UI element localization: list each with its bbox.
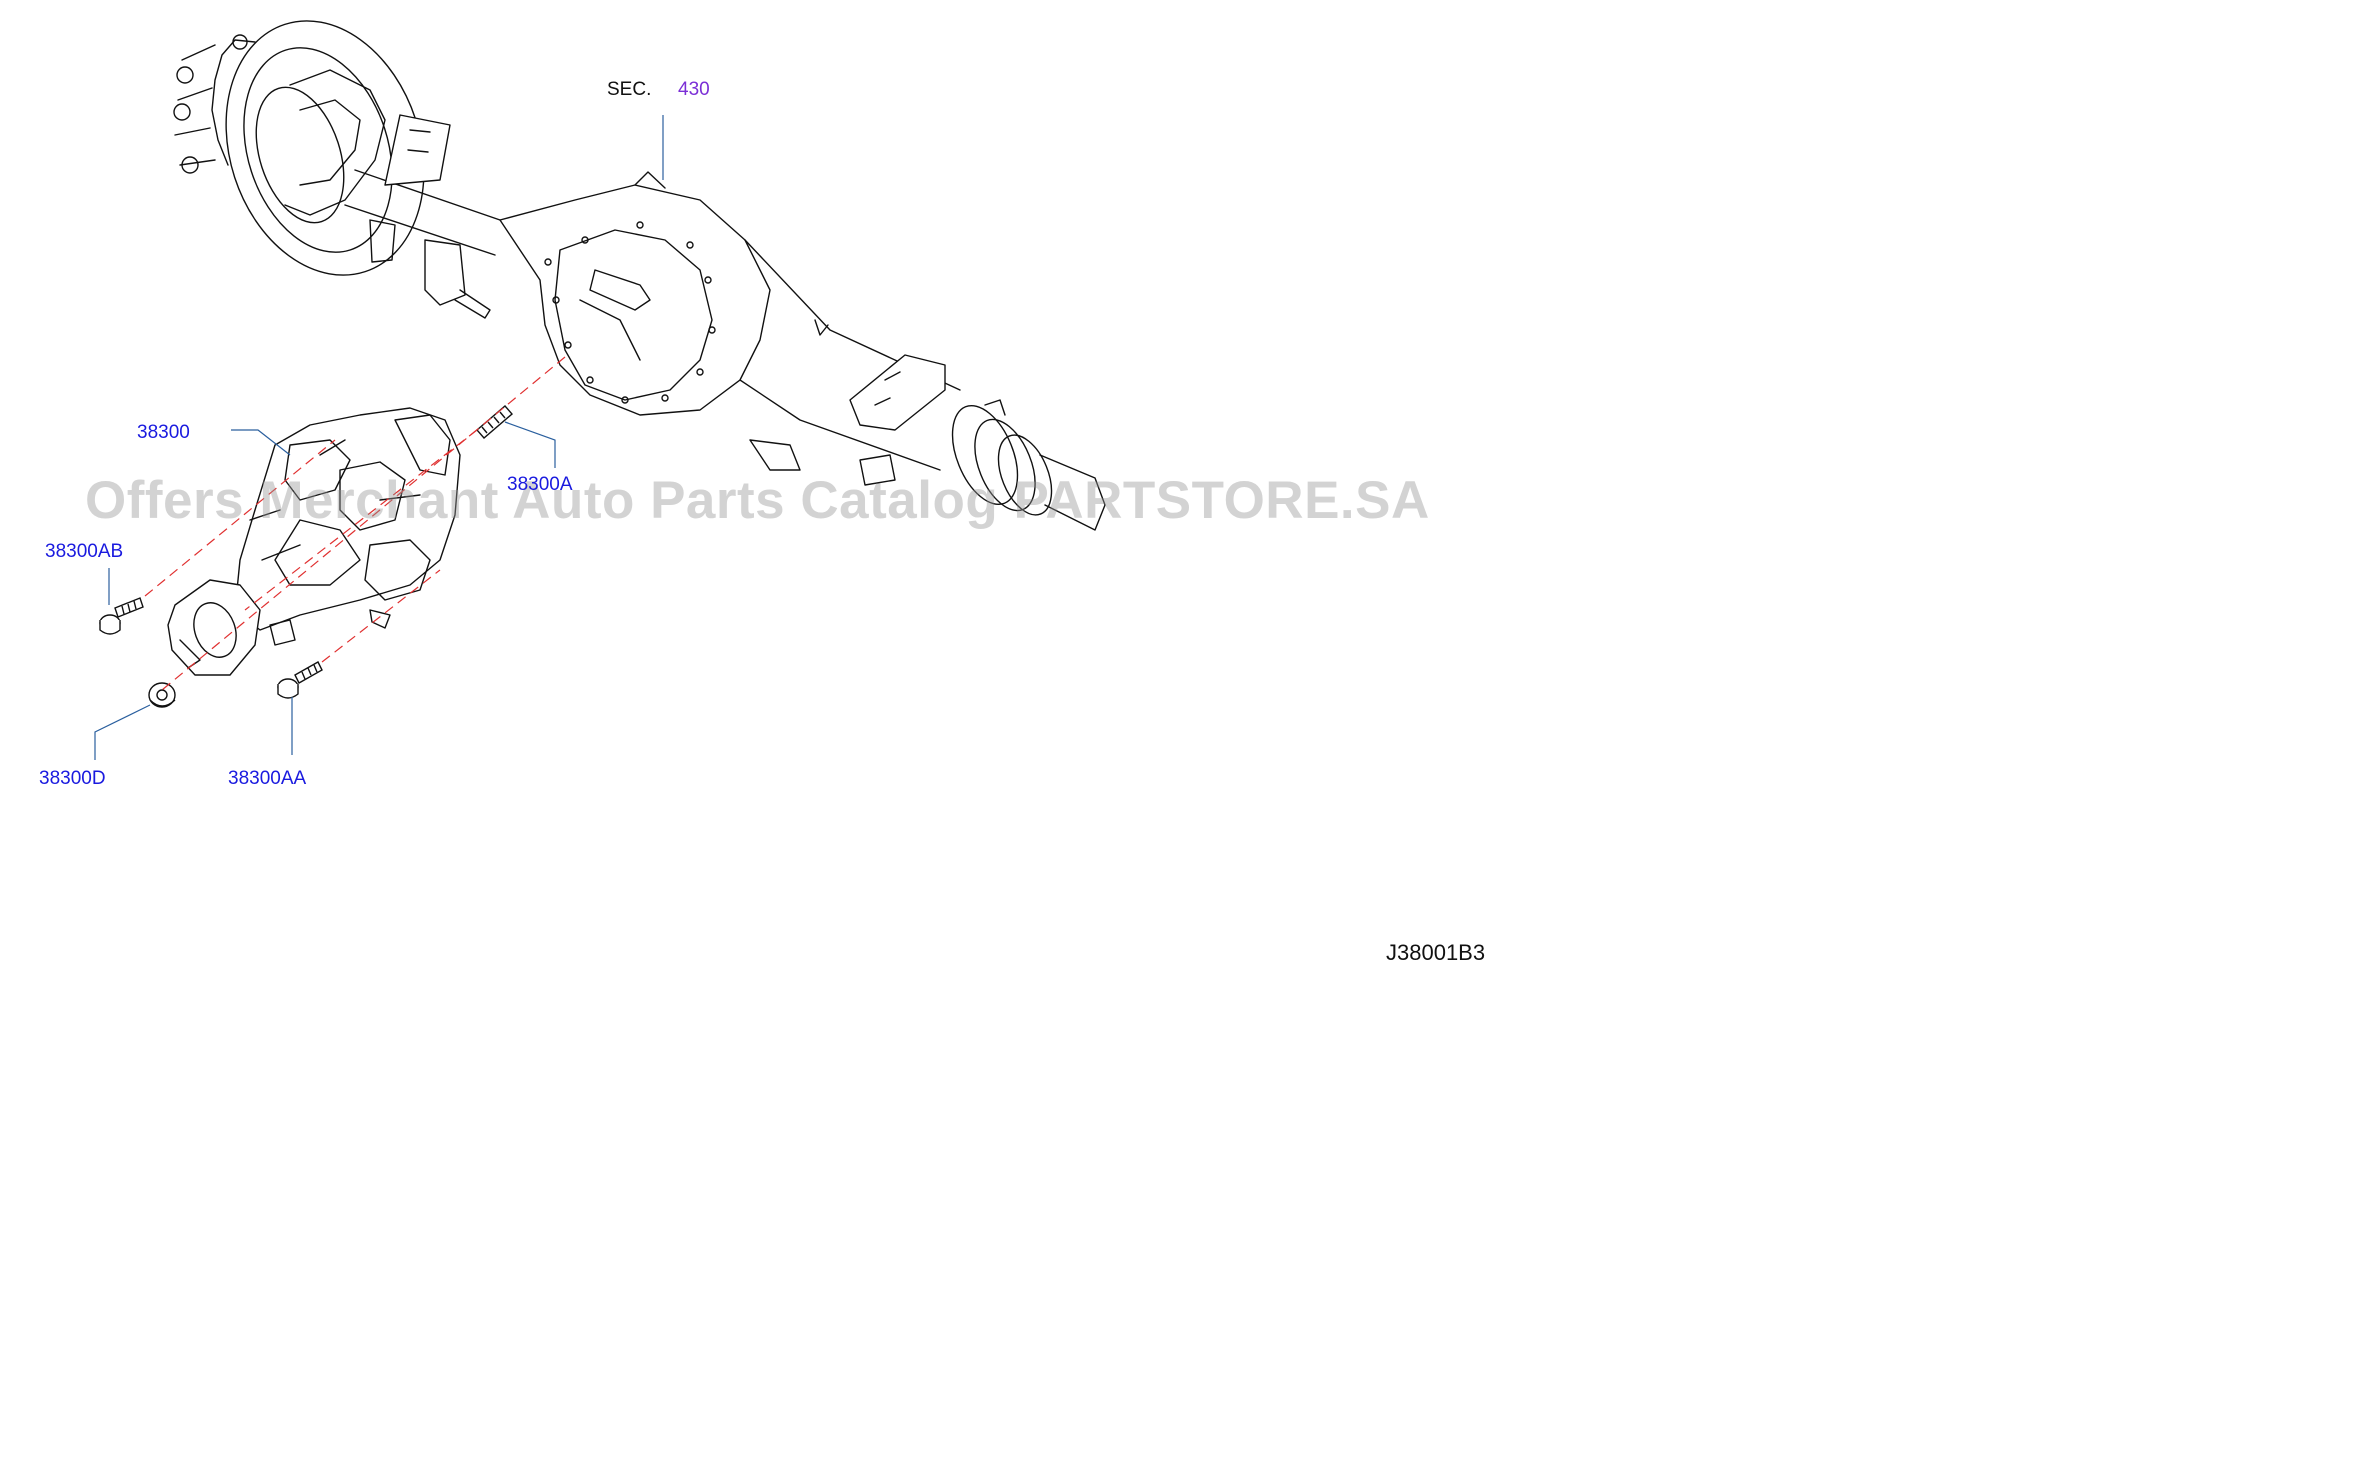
callout-38300AA[interactable]: 38300AA (228, 768, 307, 789)
nut-38300D (148, 682, 176, 708)
diagram-code: J38001B3 (1386, 940, 1486, 965)
callout-38300AB[interactable]: 38300AB (45, 541, 124, 562)
bolt-38300AA (277, 661, 323, 699)
exploded-diagram (94, 20, 1106, 760)
callout-38300A[interactable]: 38300A (507, 474, 573, 495)
leader-lines (94, 115, 664, 760)
callout-38300D[interactable]: 38300D (39, 768, 106, 789)
section-link-430[interactable]: 430 (678, 79, 710, 100)
axle-housing (173, 20, 1106, 531)
bolt-38300AB (99, 597, 144, 635)
callout-38300[interactable]: 38300 (137, 422, 190, 443)
section-prefix: SEC. (607, 79, 652, 100)
assembly-lines (144, 356, 566, 691)
differential-carrier (167, 407, 461, 676)
